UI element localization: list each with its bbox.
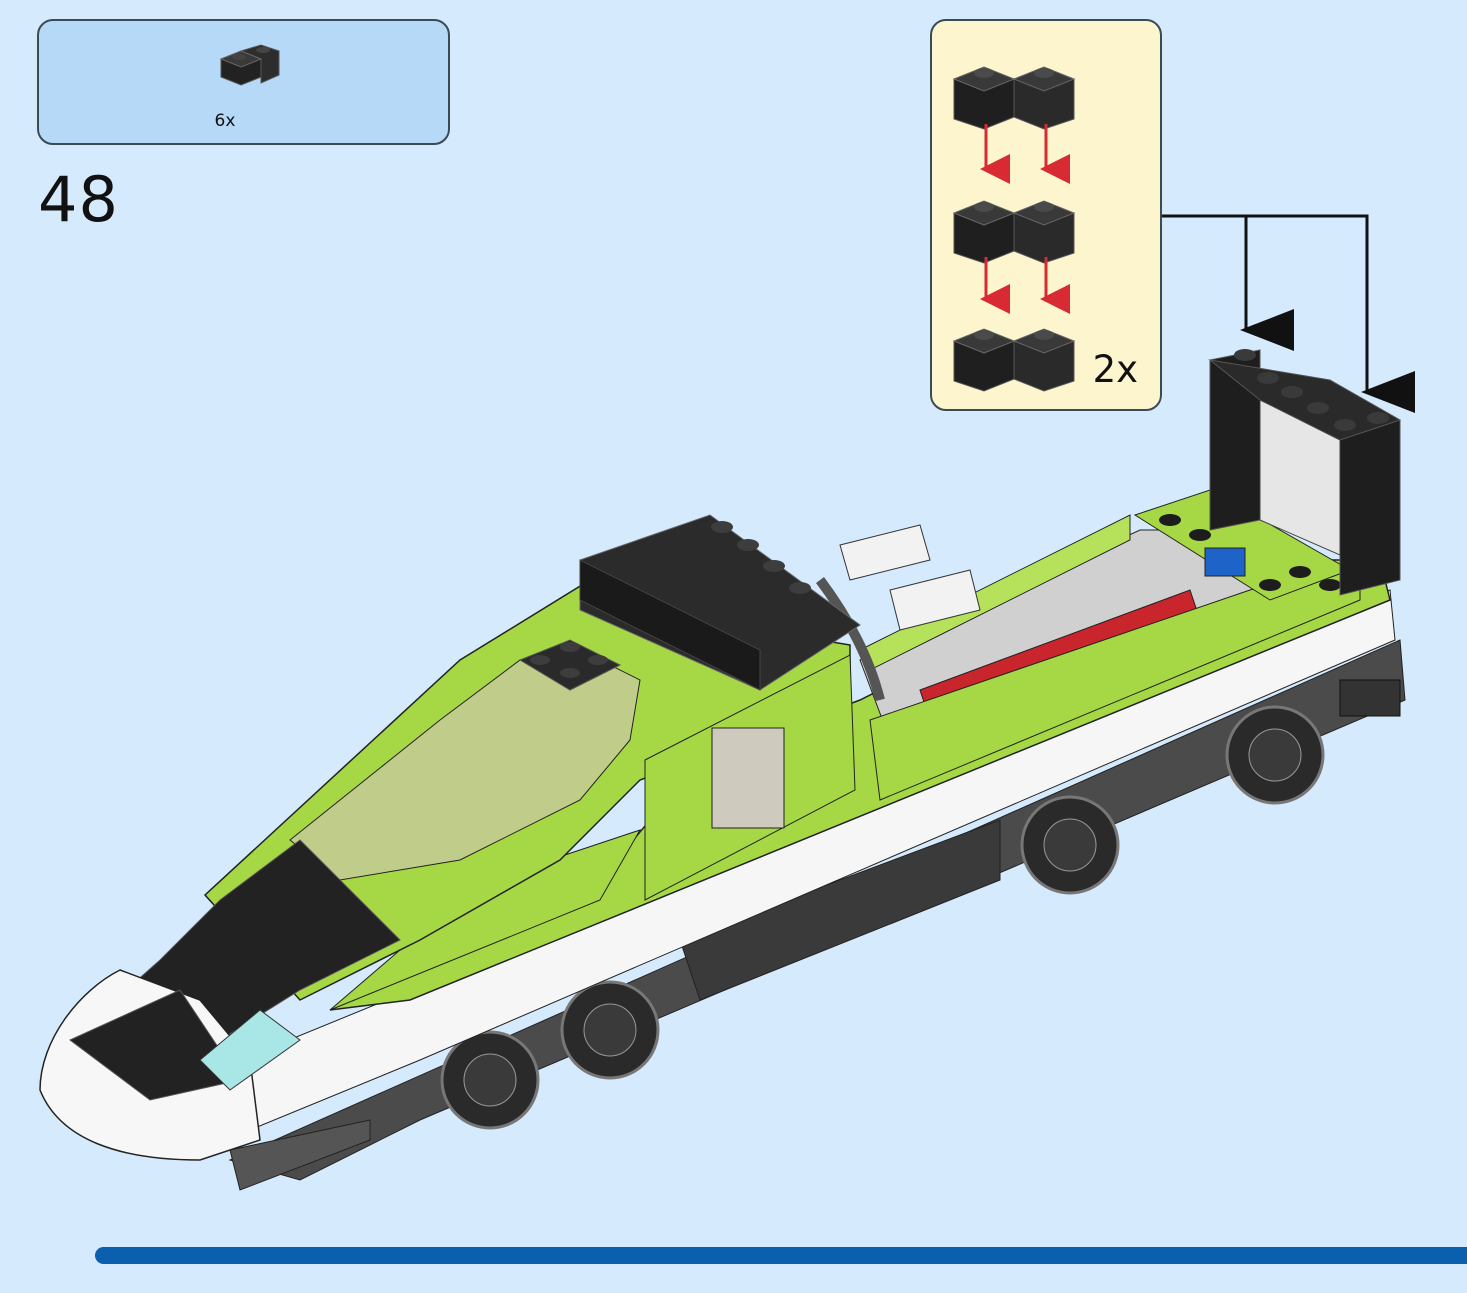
placement-arrows: [1162, 214, 1415, 413]
cockpit-canopy: [289, 649, 641, 881]
step-number: 48: [38, 163, 119, 236]
bogie-rear: [1020, 679, 1401, 895]
bogie-front: [440, 980, 660, 1130]
parts-list-box: 6x: [37, 19, 450, 145]
stacked-corner-bricks-icon: [952, 66, 1076, 392]
cockpit-studs: [518, 639, 622, 691]
cable-connectors: [815, 524, 981, 702]
callout-multiplier: 2x: [1092, 348, 1138, 391]
black-corner-brick-icon: [219, 44, 280, 86]
subassembly-callout: 2x: [930, 19, 1162, 411]
progress-bar: [95, 1247, 1467, 1264]
rear-window-frame: [1208, 349, 1402, 596]
parts-quantity: 6x: [214, 111, 236, 131]
roof-black-plate: [579, 514, 861, 691]
